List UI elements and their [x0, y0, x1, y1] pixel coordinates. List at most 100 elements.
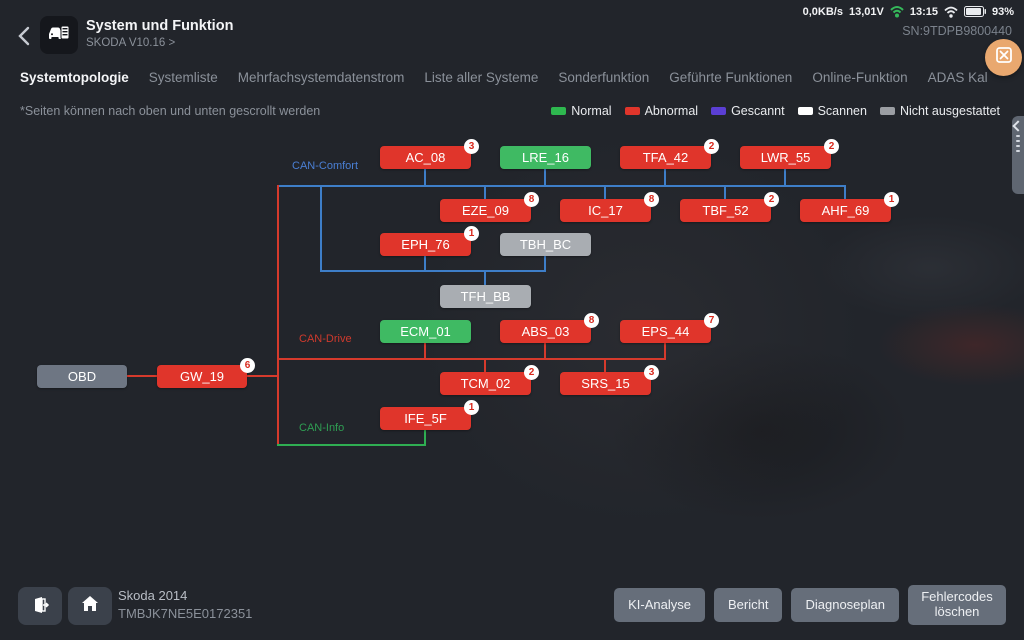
footer-actions: KI-Analyse Bericht Diagnoseplan Fehlerco…: [614, 585, 1006, 625]
node-TBF_52[interactable]: TBF_52 2: [680, 192, 779, 222]
can-info-label: CAN-Info: [299, 422, 345, 434]
node-label: IFE_5F: [404, 411, 447, 426]
vehicle-name: Skoda 2014: [118, 588, 188, 603]
connector-line: [544, 256, 546, 270]
dtc-count-badge: 2: [524, 365, 539, 380]
node-IFE_5F[interactable]: IFE_5F 1: [380, 400, 479, 430]
node-label: AC_08: [405, 150, 446, 165]
node-label: ABS_03: [521, 324, 570, 339]
clock: 13:15: [909, 5, 938, 18]
node-label: LWR_55: [760, 150, 811, 165]
scroll-hint-note: *Seiten können nach oben und unten gescr…: [20, 104, 321, 118]
vehicle-version-link[interactable]: SKODA V10.16 >: [86, 37, 176, 49]
node-OBD[interactable]: OBD: [37, 365, 127, 388]
tab-adas-kal[interactable]: ADAS Kal: [927, 70, 988, 85]
vehicle-vin: TMBJK7NE5E0172351: [118, 606, 253, 621]
vci-connection-icon: [890, 5, 904, 18]
diagnoseplan-button[interactable]: Diagnoseplan: [791, 588, 899, 622]
gateway-trunk-line: [277, 185, 279, 444]
dtc-count-badge: 1: [464, 226, 479, 241]
tab-gefuehrte-funktionen[interactable]: Geführte Funktionen: [669, 70, 793, 85]
vehicle-icon-tile: [40, 16, 78, 54]
node-label: TBF_52: [702, 203, 749, 218]
tab-systemliste[interactable]: Systemliste: [148, 70, 218, 85]
can-info-bus-line: [277, 444, 426, 446]
exit-session-button[interactable]: [18, 587, 62, 625]
obd-gateway-line: [127, 375, 157, 377]
connector-line: [544, 343, 546, 358]
connector-line: [604, 358, 606, 372]
node-TFH_BB[interactable]: TFH_BB: [440, 285, 531, 308]
dtc-count-badge: 8: [644, 192, 659, 207]
bericht-button[interactable]: Bericht: [714, 588, 783, 622]
node-label: IC_17: [588, 203, 623, 218]
fehlercodes-loeschen-button[interactable]: Fehlercodes löschen: [908, 585, 1006, 625]
connector-line: [424, 430, 426, 446]
node-ECM_01[interactable]: ECM_01: [380, 320, 471, 343]
node-LWR_55[interactable]: LWR_55 2: [740, 139, 839, 169]
page-title: System und Funktion: [86, 18, 234, 34]
back-button[interactable]: [14, 24, 36, 48]
connector-line: [664, 343, 666, 358]
dtc-count-badge: 8: [524, 192, 539, 207]
home-button[interactable]: [68, 587, 112, 625]
node-label: LRE_16: [522, 150, 569, 165]
node-TBH_BC[interactable]: TBH_BC: [500, 233, 591, 256]
legend-label-normal: Normal: [571, 104, 612, 118]
dtc-count-badge: 1: [884, 192, 899, 207]
node-EZE_09[interactable]: EZE_09 8: [440, 192, 539, 222]
drawer-dot: [1016, 150, 1020, 152]
legend-label-gescannt: Gescannt: [731, 104, 785, 118]
side-drawer-handle[interactable]: [1012, 116, 1024, 194]
car-diagnostic-icon: [47, 22, 71, 49]
node-EPS_44[interactable]: EPS_44 7: [620, 313, 719, 343]
can-comfort-bus-line: [277, 185, 846, 187]
screenshot-fab-button[interactable]: [985, 39, 1022, 76]
home-icon: [80, 594, 100, 618]
legend-label-nicht-ausgestattet: Nicht ausgestattet: [899, 104, 1000, 118]
tab-mehrfachsystemdatenstrom[interactable]: Mehrfachsystemdatenstrom: [237, 70, 405, 85]
connector-line: [484, 358, 486, 372]
gateway-trunk-link-line: [247, 375, 277, 377]
tab-liste-aller-systeme[interactable]: Liste aller Systeme: [424, 70, 539, 85]
node-IC_17[interactable]: IC_17 8: [560, 192, 659, 222]
dtc-count-badge: 2: [824, 139, 839, 154]
chevron-left-icon: [1012, 120, 1024, 132]
connector-line: [320, 185, 322, 270]
tab-online-funktion[interactable]: Online-Funktion: [812, 70, 908, 85]
dtc-count-badge: 2: [764, 192, 779, 207]
legend-label-scannen: Scannen: [817, 104, 867, 118]
node-label: TFH_BB: [460, 289, 511, 304]
exit-icon: [30, 594, 50, 619]
can-comfort-label: CAN-Comfort: [292, 160, 359, 172]
dtc-count-badge: 6: [240, 358, 255, 373]
tab-systemtopologie[interactable]: Systemtopologie: [20, 70, 129, 85]
dtc-count-badge: 1: [464, 400, 479, 415]
battery-voltage: 13,01V: [848, 5, 884, 18]
tab-bar: Systemtopologie Systemliste Mehrfachsyst…: [20, 70, 988, 85]
node-ABS_03[interactable]: ABS_03 8: [500, 313, 599, 343]
tab-sonderfunktion[interactable]: Sonderfunktion: [558, 70, 650, 85]
dtc-count-badge: 7: [704, 313, 719, 328]
ki-analyse-button[interactable]: KI-Analyse: [614, 588, 706, 622]
can-drive-bus-line: [277, 358, 666, 360]
node-label: EPS_44: [641, 324, 690, 339]
connector-line: [784, 169, 786, 185]
node-LRE_16[interactable]: LRE_16: [500, 146, 591, 169]
connector-line: [664, 169, 666, 185]
connector-line: [544, 169, 546, 185]
wifi-icon: [944, 6, 958, 18]
node-label: EZE_09: [462, 203, 509, 218]
legend-swatch-nicht-ausgestattet: [879, 107, 895, 115]
drawer-dot: [1016, 135, 1020, 137]
dtc-count-badge: 8: [584, 313, 599, 328]
connector-line: [424, 343, 426, 358]
